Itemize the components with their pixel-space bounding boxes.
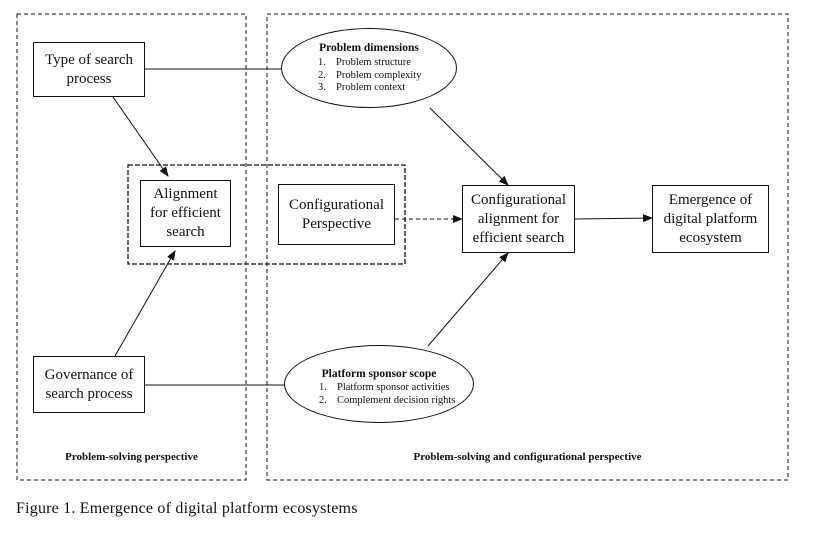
right-region-frame: [266, 13, 789, 481]
node-line: efficient search: [472, 229, 565, 246]
figure-caption: Figure 1. Emergence of digital platform …: [16, 500, 358, 517]
list-item: 1.Problem structure: [318, 57, 411, 68]
configurational-perspective-box: Configurational Perspective: [278, 184, 395, 245]
node-line: Alignment: [153, 186, 218, 202]
left-region-frame: [16, 13, 247, 481]
type-of-search-process-box: Type of search process: [33, 42, 145, 97]
node-line: ecosystem: [679, 229, 742, 246]
arrow-scope-to-config-alignment: [427, 252, 509, 347]
node-line: search process: [45, 385, 133, 402]
node-line: digital platform: [663, 210, 758, 227]
emergence-of-ecosystem-box: Emergence of digital platform ecosystem: [652, 185, 769, 253]
arrow-config-alignment-to-emergence: [574, 214, 653, 223]
platform-sponsor-scope-ellipse: Platform sponsor scope 1.Platform sponso…: [284, 345, 474, 423]
governance-of-search-process-box: Governance of search process: [33, 356, 145, 413]
left-region-label: Problem-solving perspective: [65, 451, 198, 463]
node-line: Configurational: [471, 191, 566, 208]
node-line: Type of search: [44, 51, 134, 68]
node-line: Configurational: [289, 196, 384, 213]
node-line: alignment for: [477, 210, 560, 227]
node-line: search: [166, 224, 205, 240]
problem-dimensions-title: Problem dimensions: [319, 42, 419, 54]
configurational-alignment-box: Configurational alignment for efficient …: [462, 185, 575, 253]
problem-dimensions-ellipse: Problem dimensions 1.Problem structure 2…: [281, 28, 457, 108]
node-line: process: [66, 70, 112, 87]
right-region-label: Problem-solving and configurational pers…: [413, 451, 642, 463]
list-item: 1.Platform sponsor activities: [319, 382, 450, 393]
list-item: 3.Problem context: [318, 82, 406, 93]
arrow-governance-to-alignment: [114, 250, 176, 357]
problem-dimensions-list: 1.Problem structure 2.Problem complexity…: [318, 57, 421, 95]
node-line: Emergence of: [668, 191, 753, 208]
platform-sponsor-scope-title: Platform sponsor scope: [321, 368, 437, 380]
node-line: Perspective: [301, 215, 372, 232]
list-item: 2.Problem complexity: [318, 69, 422, 81]
list-item: 2.Complement decision rights: [319, 394, 456, 406]
alignment-for-efficient-search-box: Alignment for efficient search: [140, 180, 231, 247]
arrow-dimensions-to-config-alignment: [429, 107, 509, 186]
node-line: Governance of: [44, 366, 134, 383]
arrow-type-to-alignment: [112, 96, 169, 177]
overlap-region-frame: [127, 164, 406, 265]
node-line: for efficient: [150, 205, 221, 221]
platform-sponsor-scope-list: 1.Platform sponsor activities 2.Compleme…: [319, 382, 455, 407]
